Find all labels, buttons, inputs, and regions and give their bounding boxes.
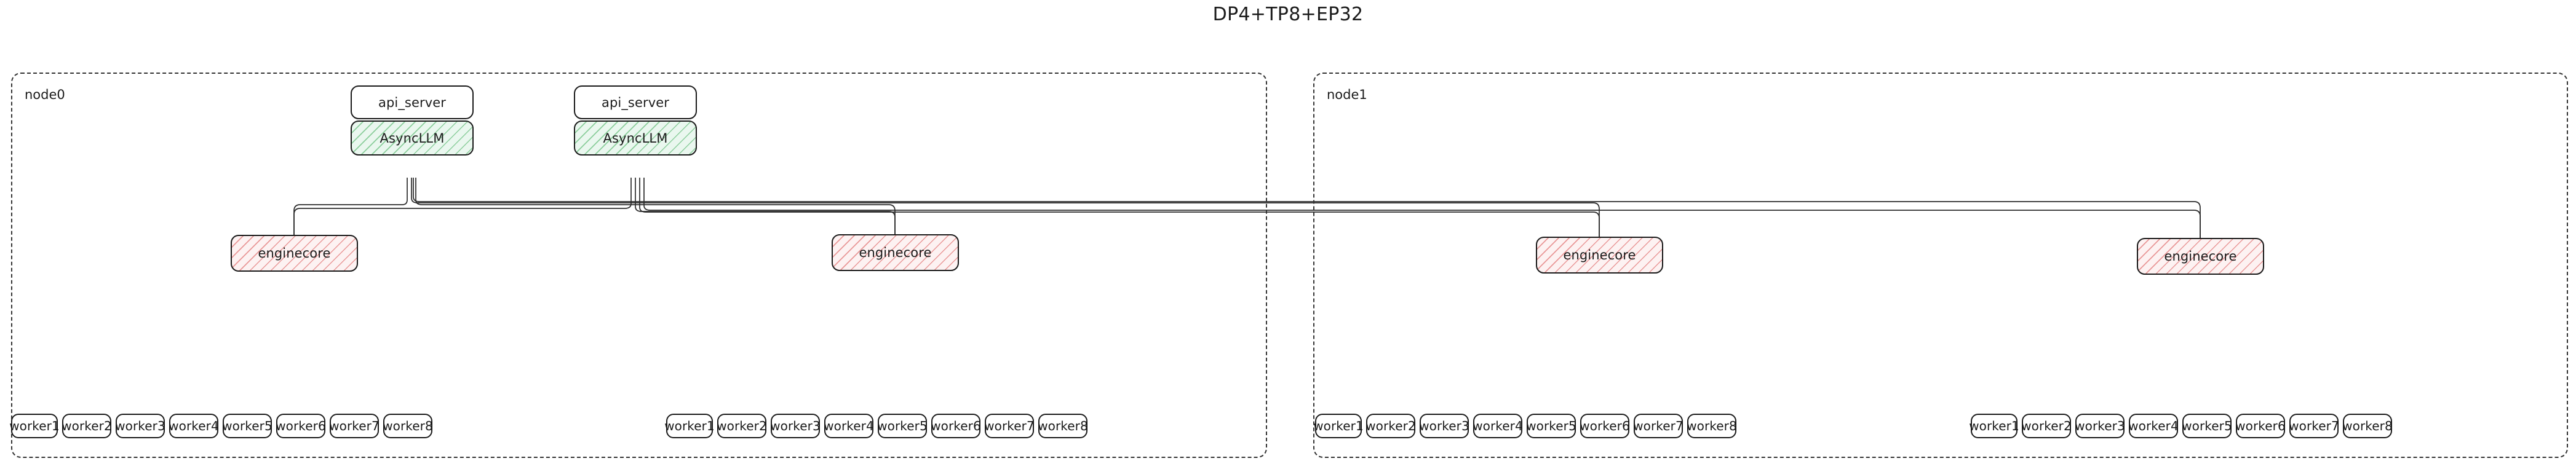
worker-box[interactable]: worker4 — [824, 414, 874, 438]
worker-box[interactable]: worker7 — [2289, 414, 2339, 438]
worker-label: worker5 — [222, 419, 272, 433]
cluster-node1 — [1313, 73, 2568, 458]
worker-label: worker3 — [2075, 419, 2125, 433]
cluster-node0 — [11, 73, 1267, 458]
worker-box[interactable]: worker8 — [383, 414, 433, 438]
worker-label: worker4 — [824, 419, 874, 433]
worker-box[interactable]: worker5 — [222, 414, 272, 438]
worker-box[interactable]: worker3 — [115, 414, 165, 438]
worker-label: worker8 — [383, 419, 433, 433]
worker-label: worker7 — [1633, 419, 1684, 433]
worker-label: worker8 — [1038, 419, 1088, 433]
worker-box[interactable]: worker1 — [664, 414, 715, 438]
worker-box[interactable]: worker4 — [169, 414, 219, 438]
worker-box[interactable]: worker8 — [1687, 414, 1737, 438]
api-server-label: api_server — [601, 95, 669, 110]
api-server-box-node0-1[interactable]: api_server — [574, 85, 697, 119]
diagram-title: DP4+TP8+EP32 — [1212, 4, 1364, 25]
asyncllm-label: AsyncLLM — [380, 130, 445, 146]
worker-box[interactable]: worker2 — [717, 414, 767, 438]
worker-box[interactable]: worker4 — [1473, 414, 1523, 438]
worker-box[interactable]: worker1 — [1969, 414, 2019, 438]
worker-box[interactable]: worker1 — [9, 414, 60, 438]
worker-label: worker8 — [2342, 419, 2393, 433]
worker-label: worker3 — [770, 419, 821, 433]
worker-box[interactable]: worker2 — [1366, 414, 1416, 438]
enginecore-box-node0-0[interactable]: enginecore — [231, 235, 358, 272]
enginecore-box-node0-1[interactable]: enginecore — [832, 234, 959, 271]
worker-label: worker4 — [1473, 419, 1523, 433]
worker-box[interactable]: worker5 — [1526, 414, 1576, 438]
worker-label: worker2 — [2021, 419, 2072, 433]
asyncllm-box-node0-0[interactable]: AsyncLLM — [351, 120, 474, 156]
worker-box[interactable]: worker3 — [2075, 414, 2125, 438]
worker-label: worker3 — [1419, 419, 1469, 433]
enginecore-label: enginecore — [1563, 248, 1636, 262]
worker-label: worker6 — [276, 419, 326, 433]
worker-box[interactable]: worker7 — [329, 414, 380, 438]
worker-box[interactable]: worker5 — [2182, 414, 2232, 438]
cluster-node0-label: node0 — [25, 87, 65, 102]
worker-box[interactable]: worker5 — [877, 414, 928, 438]
worker-box[interactable]: worker8 — [2342, 414, 2393, 438]
enginecore-box-node1-0[interactable]: enginecore — [1536, 237, 1663, 274]
enginecore-label: enginecore — [859, 245, 932, 260]
worker-label: worker5 — [877, 419, 928, 433]
enginecore-label: enginecore — [2164, 249, 2237, 264]
worker-label: worker5 — [2182, 419, 2232, 433]
worker-box[interactable]: worker3 — [1419, 414, 1469, 438]
api-server-label: api_server — [378, 95, 446, 110]
worker-label: worker1 — [1313, 419, 1364, 433]
worker-box[interactable]: worker6 — [276, 414, 326, 438]
worker-box[interactable]: worker4 — [2128, 414, 2179, 438]
worker-box[interactable]: worker6 — [1580, 414, 1630, 438]
worker-label: worker5 — [1526, 419, 1576, 433]
enginecore-box-node1-1[interactable]: enginecore — [2137, 238, 2264, 275]
worker-box[interactable]: worker6 — [2235, 414, 2286, 438]
worker-label: worker1 — [1969, 419, 2019, 433]
api-server-box-node0-0[interactable]: api_server — [351, 85, 474, 119]
worker-label: worker1 — [9, 419, 60, 433]
worker-label: worker4 — [169, 419, 219, 433]
worker-label: worker2 — [1366, 419, 1416, 433]
worker-box[interactable]: worker2 — [2021, 414, 2072, 438]
worker-label: worker6 — [2235, 419, 2286, 433]
worker-box[interactable]: worker7 — [1633, 414, 1684, 438]
worker-box[interactable]: worker6 — [931, 414, 981, 438]
worker-label: worker7 — [329, 419, 380, 433]
worker-label: worker8 — [1687, 419, 1737, 433]
worker-box[interactable]: worker7 — [984, 414, 1035, 438]
worker-label: worker1 — [664, 419, 715, 433]
worker-label: worker6 — [1580, 419, 1630, 433]
worker-label: worker3 — [115, 419, 165, 433]
worker-label: worker2 — [62, 419, 112, 433]
worker-label: worker7 — [2289, 419, 2339, 433]
worker-box[interactable]: worker2 — [62, 414, 112, 438]
worker-label: worker7 — [984, 419, 1035, 433]
worker-box[interactable]: worker1 — [1313, 414, 1364, 438]
asyncllm-box-node0-1[interactable]: AsyncLLM — [574, 120, 697, 156]
asyncllm-label: AsyncLLM — [603, 130, 668, 146]
worker-label: worker2 — [717, 419, 767, 433]
worker-label: worker6 — [931, 419, 981, 433]
enginecore-label: enginecore — [258, 246, 331, 261]
worker-box[interactable]: worker8 — [1038, 414, 1088, 438]
cluster-node1-label: node1 — [1327, 87, 1367, 102]
worker-box[interactable]: worker3 — [770, 414, 821, 438]
worker-label: worker4 — [2128, 419, 2179, 433]
